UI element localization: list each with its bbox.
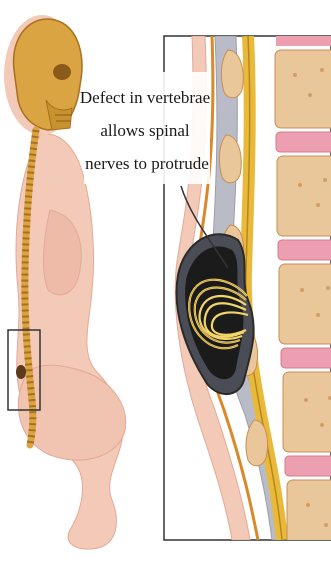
lesion-marker [16, 365, 26, 379]
caption-line-3: nerves to protrude [85, 154, 209, 173]
caption-line-1: Defect in vertebrae [80, 88, 210, 107]
skull-icon [14, 19, 82, 130]
caption-line-2: allows spinal [100, 121, 190, 140]
